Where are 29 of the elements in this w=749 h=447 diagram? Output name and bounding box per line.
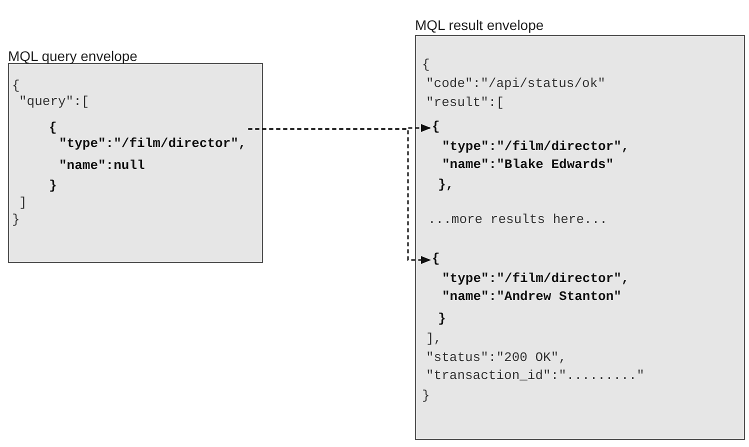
json-code-line: ] — [19, 195, 27, 211]
json-code-line: "name":null — [59, 158, 146, 175]
json-code-line: { — [12, 78, 20, 94]
json-code-line: { — [432, 251, 441, 268]
envelope-heading: MQL result envelope — [415, 17, 544, 33]
envelope-panel — [8, 63, 263, 263]
json-code-line: } — [49, 178, 58, 195]
json-code-line: "type":"/film/director", — [442, 271, 630, 288]
json-code-line: { — [432, 119, 441, 136]
envelope-panel — [415, 35, 745, 440]
json-code-line: ], — [426, 331, 442, 347]
json-code-line: "name":"Blake Edwards" — [442, 157, 615, 174]
json-code-line: "status":"200 OK", — [426, 350, 566, 366]
json-code-line: { — [49, 120, 58, 137]
json-code-line: ...more results here... — [428, 212, 608, 228]
json-code-line: "code":"/api/status/ok" — [426, 76, 606, 92]
json-code-line: "type":"/film/director", — [59, 136, 246, 153]
json-code-line: } — [12, 212, 20, 228]
json-code-line: "name":"Andrew Stanton" — [442, 289, 622, 306]
dashed-arrow — [248, 128, 431, 264]
json-code-line: "type":"/film/director", — [442, 139, 630, 156]
json-code-line: }, — [438, 177, 455, 194]
json-code-line: } — [422, 388, 430, 404]
json-code-line: "result":[ — [426, 95, 504, 111]
json-code-line: { — [422, 57, 430, 73]
json-code-line: } — [438, 311, 447, 328]
json-code-line: "query":[ — [19, 94, 90, 110]
envelope-heading: MQL query envelope — [8, 48, 138, 64]
json-code-line: "transaction_id":"........." — [426, 368, 644, 384]
